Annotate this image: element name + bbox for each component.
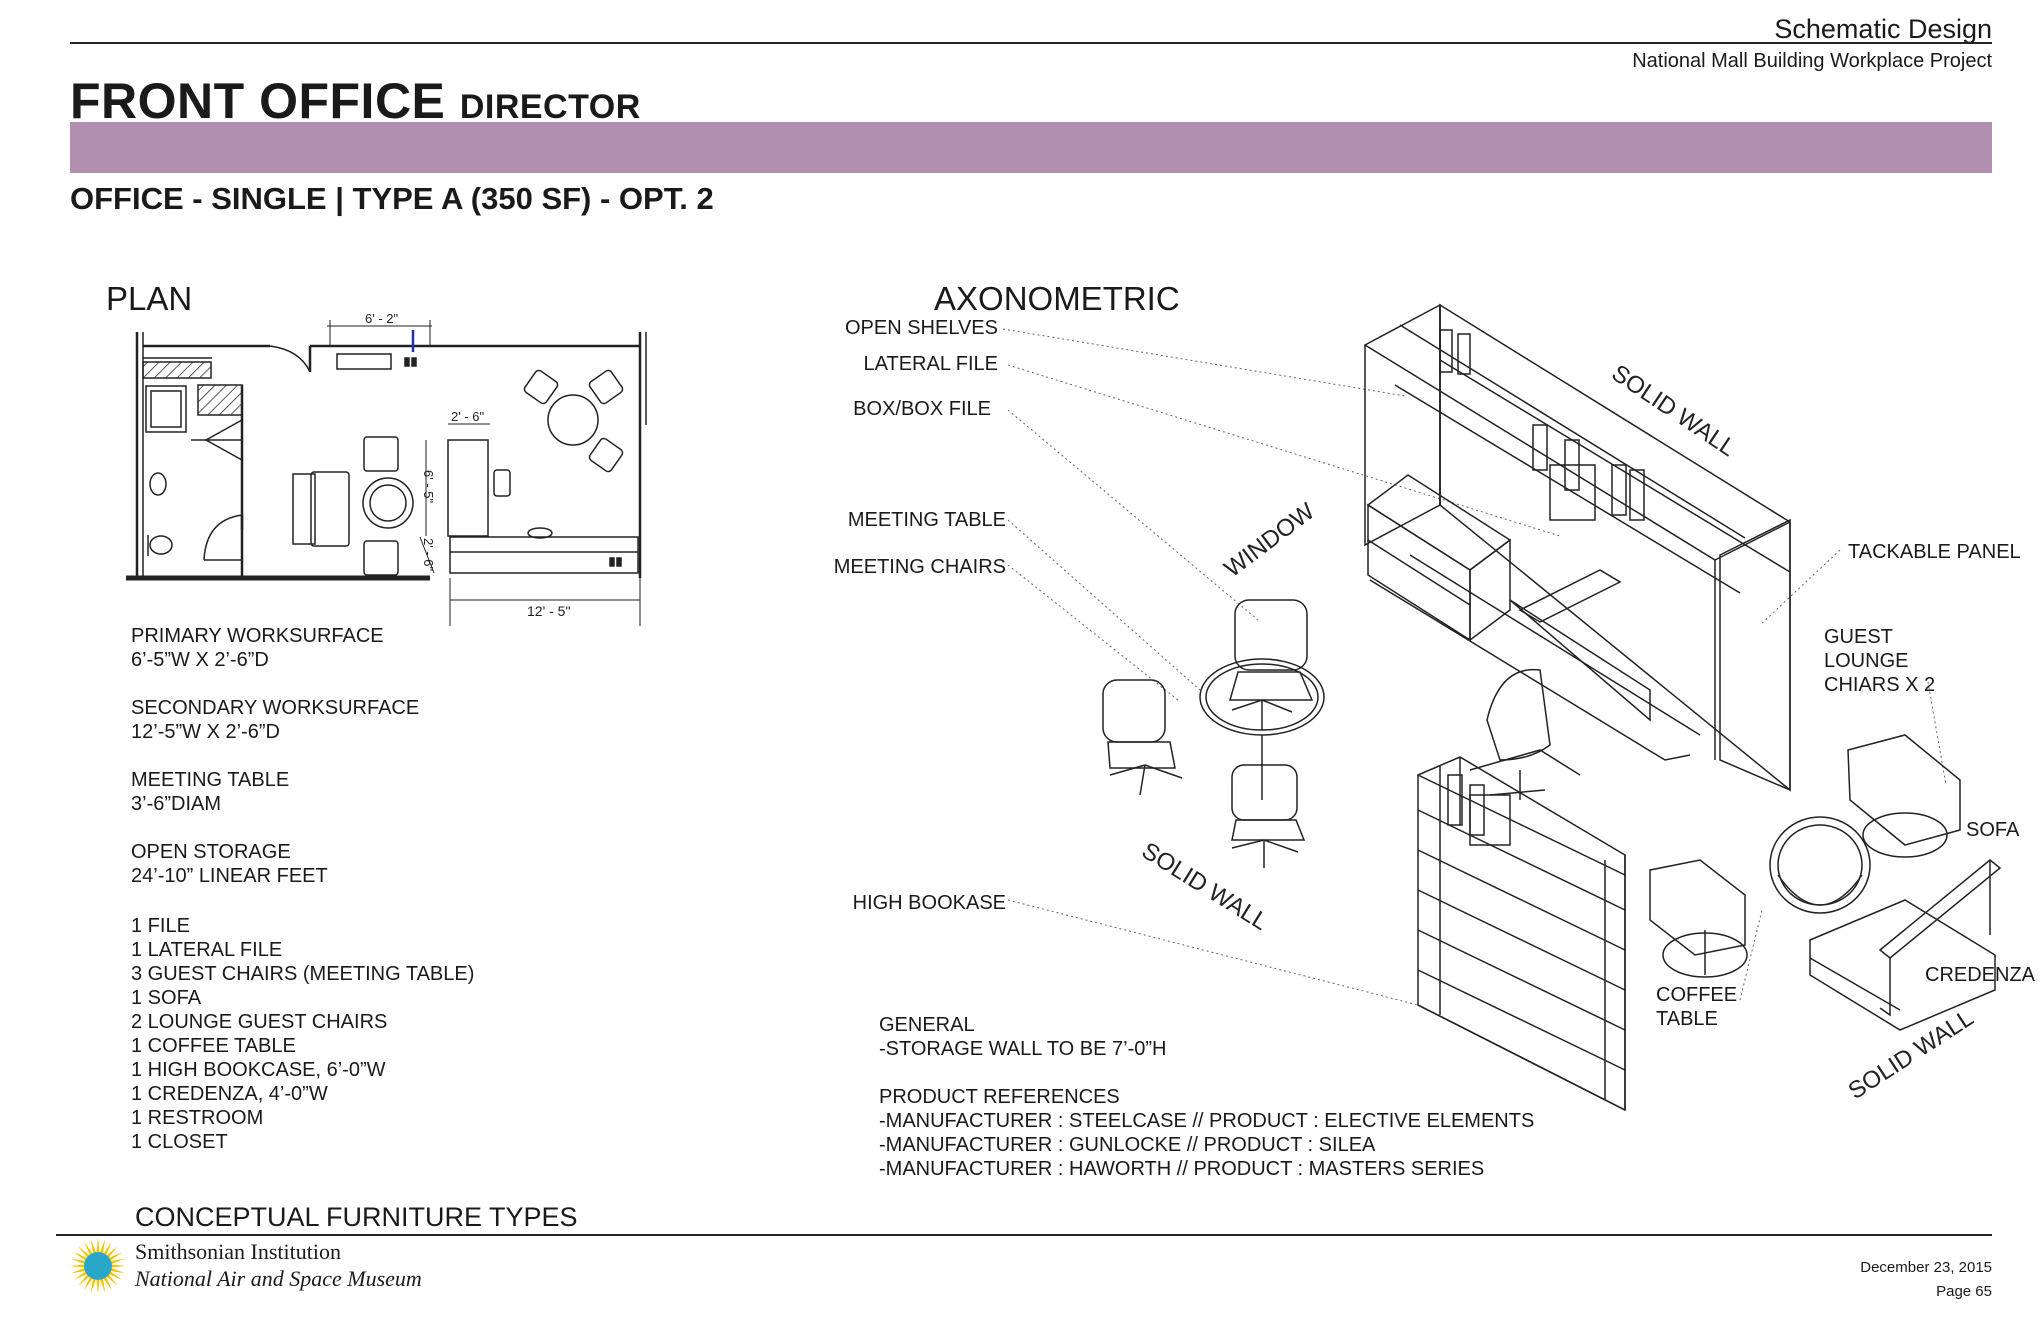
- list-item: 1 SOFA: [131, 987, 202, 1009]
- plan-dim-credenza-depth: 2' - 6": [421, 538, 436, 571]
- sun-ray: [78, 1274, 90, 1286]
- sun-ray: [100, 1238, 106, 1253]
- axon-window-label: WINDOW: [1219, 498, 1320, 583]
- axon-solid-wall-right: SOLID WALL: [1844, 1004, 1979, 1105]
- sun-ray: [78, 1246, 90, 1258]
- list-item: 1 HIGH BOOKCASE, 6’-0”W: [131, 1059, 386, 1081]
- smithsonian-sun-logo: [70, 1238, 126, 1294]
- list-item: 3 GUEST CHAIRS (MEETING TABLE): [131, 963, 475, 985]
- sun-ray: [84, 1277, 93, 1291]
- list-item: 1 RESTROOM: [131, 1107, 264, 1129]
- sun-ray: [106, 1274, 118, 1286]
- museum-name: National Air and Space Museum: [135, 1266, 422, 1291]
- list-item: 1 CREDENZA, 4’-0”W: [131, 1083, 328, 1105]
- top-rule: [70, 42, 1992, 44]
- org-name: Smithsonian Institution: [135, 1239, 341, 1264]
- general-note: -STORAGE WALL TO BE 7’-0”H: [879, 1038, 1167, 1060]
- sun-ray: [70, 1264, 85, 1268]
- plan-dim-bottom: 12' - 5": [527, 603, 570, 619]
- axonometric-drawing: [1002, 303, 2002, 1112]
- label-tackable-panel: TACKABLE PANEL: [1848, 541, 2021, 563]
- office-type-subtitle: OFFICE - SINGLE | TYPE A (350 SF) - OPT.…: [70, 181, 714, 216]
- org-block: Smithsonian Institution National Air and…: [135, 1238, 422, 1292]
- project-name: National Mall Building Workplace Project: [1632, 50, 1992, 72]
- section-footer-title: CONCEPTUAL FURNITURE TYPES: [135, 1202, 578, 1232]
- label-meeting-chairs: MEETING CHAIRS: [833, 556, 1006, 578]
- floor-plan: [126, 320, 647, 626]
- product-ref: -MANUFACTURER : HAWORTH // PRODUCT : MAS…: [879, 1158, 1485, 1180]
- footer-date: December 23, 2015: [1860, 1259, 1992, 1276]
- title-band: [70, 122, 1992, 173]
- sun-ray: [103, 1241, 112, 1255]
- label-open-shelves: OPEN SHELVES: [844, 317, 998, 339]
- sun-ray: [70, 1268, 85, 1274]
- axon-solid-wall-left: SOLID WALL: [1137, 837, 1273, 936]
- list-item: 2 LOUNGE GUEST CHAIRS: [131, 1011, 388, 1033]
- page-title: FRONT OFFICE DIRECTOR: [70, 72, 641, 130]
- label-lateral-file: LATERAL FILE: [863, 353, 999, 375]
- axon-solid-wall-top: SOLID WALL: [1607, 360, 1741, 462]
- sun-ray: [106, 1246, 118, 1258]
- label-credenza: CREDENZA: [1925, 964, 2036, 986]
- sun-ray: [70, 1258, 85, 1264]
- general-heading: GENERAL: [879, 1014, 975, 1036]
- sun-ray: [73, 1271, 87, 1280]
- label-high-bookcase: HIGH BOOKASE: [852, 892, 1006, 914]
- sun-ray: [84, 1241, 93, 1255]
- sun-ray: [100, 1279, 106, 1294]
- sun-ray: [109, 1271, 123, 1280]
- plan-dim-desk-width: 2' - 6": [451, 409, 484, 424]
- sun-ray: [96, 1238, 100, 1253]
- sun-ray: [103, 1277, 112, 1291]
- sun-ray: [111, 1258, 126, 1264]
- sun-core: [84, 1252, 112, 1280]
- product-ref: -MANUFACTURER : STEELCASE // PRODUCT : E…: [879, 1110, 1535, 1132]
- bottom-rule: [56, 1234, 1992, 1236]
- general-notes: GENERAL -STORAGE WALL TO BE 7’-0”H PRODU…: [879, 1013, 1534, 1181]
- label-meeting-table: MEETING TABLE: [847, 509, 1006, 531]
- list-item: 1 FILE: [131, 915, 190, 937]
- list-item: 1 COFFEE TABLE: [131, 1035, 296, 1057]
- label-box-file: BOX/BOX FILE: [853, 398, 991, 420]
- page-number: Page 65: [1936, 1283, 1992, 1300]
- label-coffee-table: COFFEE TABLE: [1656, 984, 1738, 1030]
- list-item: 1 LATERAL FILE: [131, 939, 283, 961]
- label-guest-lounge: GUEST LOUNGE CHIARS X 2: [1824, 626, 1936, 696]
- sun-ray: [111, 1264, 126, 1268]
- sun-ray: [111, 1268, 126, 1274]
- axonometric-heading: AXONOMETRIC: [934, 280, 1180, 317]
- product-refs-heading: PRODUCT REFERENCES: [879, 1086, 1120, 1108]
- plan-dim-top: 6' - 2": [365, 311, 398, 326]
- plan-dim-desk-depth: 6' - 5": [421, 470, 436, 503]
- title-sub: DIRECTOR: [459, 88, 641, 126]
- sun-ray: [109, 1252, 123, 1261]
- furniture-inventory: 1 FILE 1 LATERAL FILE 3 GUEST CHAIRS (ME…: [131, 914, 474, 1154]
- list-item: 1 CLOSET: [131, 1131, 228, 1153]
- title-main: FRONT OFFICE: [70, 73, 446, 129]
- sun-ray: [96, 1279, 100, 1294]
- product-ref: -MANUFACTURER : GUNLOCKE // PRODUCT : SI…: [879, 1134, 1376, 1156]
- phase-label: Schematic Design: [1774, 14, 1992, 44]
- sun-ray: [90, 1238, 96, 1253]
- sun-ray: [73, 1252, 87, 1261]
- label-sofa: SOFA: [1966, 819, 2020, 841]
- sun-ray: [90, 1279, 96, 1294]
- plan-heading: PLAN: [106, 280, 193, 317]
